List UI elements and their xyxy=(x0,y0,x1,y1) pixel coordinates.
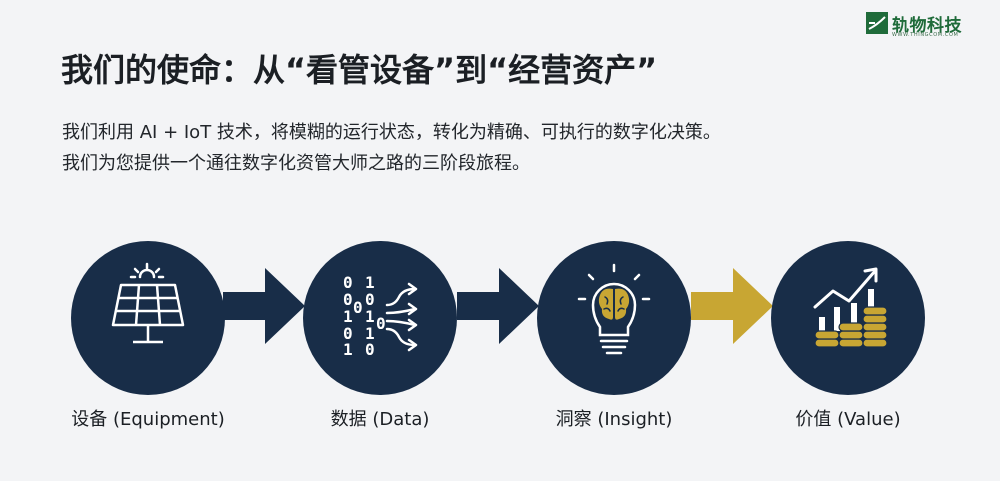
logo-url: WWW.THINGCOM.COM xyxy=(892,32,959,38)
stage-label-value: 价值 (Value) xyxy=(795,409,901,430)
arrow-equipment-to-data xyxy=(223,268,305,344)
solar-panel-icon xyxy=(111,262,185,344)
data-digit: 0 xyxy=(376,314,386,333)
data-digit: 1 xyxy=(365,273,375,292)
binary-data-icon: 0 1 0 0 1 1 0 1 0 0 1 0 xyxy=(343,273,418,359)
logo-text: 轨物科技 xyxy=(892,16,962,36)
data-digit: 0 xyxy=(365,290,375,309)
data-digit: 0 xyxy=(343,324,353,343)
lightbulb-brain-icon xyxy=(577,263,651,355)
company-logo: 轨物科技 WWW.THINGCOM.COM xyxy=(866,12,978,42)
data-digit: 0 xyxy=(365,340,375,359)
description-line-2: 我们为您提供一个通往数字化资管大师之路的三阶段旅程。 xyxy=(62,153,530,174)
data-stage-circle: 0 1 0 0 1 1 0 1 0 0 1 0 xyxy=(303,241,457,395)
equipment-stage-circle xyxy=(71,241,225,395)
data-digit: 1 xyxy=(365,324,375,343)
data-digit: 1 xyxy=(343,340,353,359)
data-digit: 0 xyxy=(343,290,353,309)
value-stage-circle xyxy=(771,241,925,395)
data-digit: 1 xyxy=(343,307,353,326)
insight-stage-circle xyxy=(537,241,691,395)
stage-label-insight: 洞察 (Insight) xyxy=(555,409,673,430)
data-digit: 0 xyxy=(343,273,353,292)
logo-mark-icon xyxy=(866,12,888,34)
data-digit: 0 xyxy=(353,298,363,317)
stage-label-equipment: 设备 (Equipment) xyxy=(71,409,225,430)
stage-label-data: 数据 (Data) xyxy=(330,409,430,430)
data-digit: 1 xyxy=(365,307,375,326)
description-line-1: 我们利用 AI + IoT 技术，将模糊的运行状态，转化为精确、可执行的数字化决… xyxy=(62,122,721,143)
arrow-insight-to-value xyxy=(691,268,773,344)
growth-coins-icon xyxy=(813,267,888,348)
page-title: 我们的使命：从“看管设备”到“经营资产” xyxy=(61,51,658,89)
arrow-data-to-insight xyxy=(457,268,539,344)
